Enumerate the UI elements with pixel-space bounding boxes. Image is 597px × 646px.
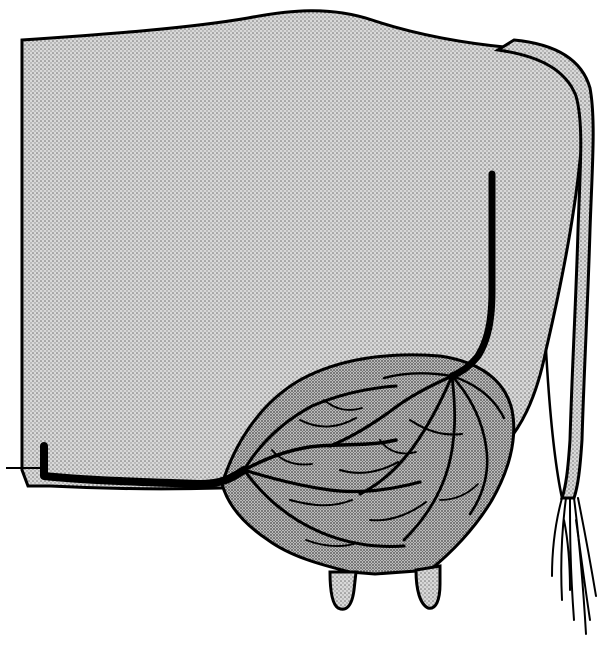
hind-leg-edge — [546, 350, 562, 498]
rear-teat — [416, 566, 440, 608]
tail-switch — [552, 498, 596, 634]
front-teat — [330, 572, 356, 609]
